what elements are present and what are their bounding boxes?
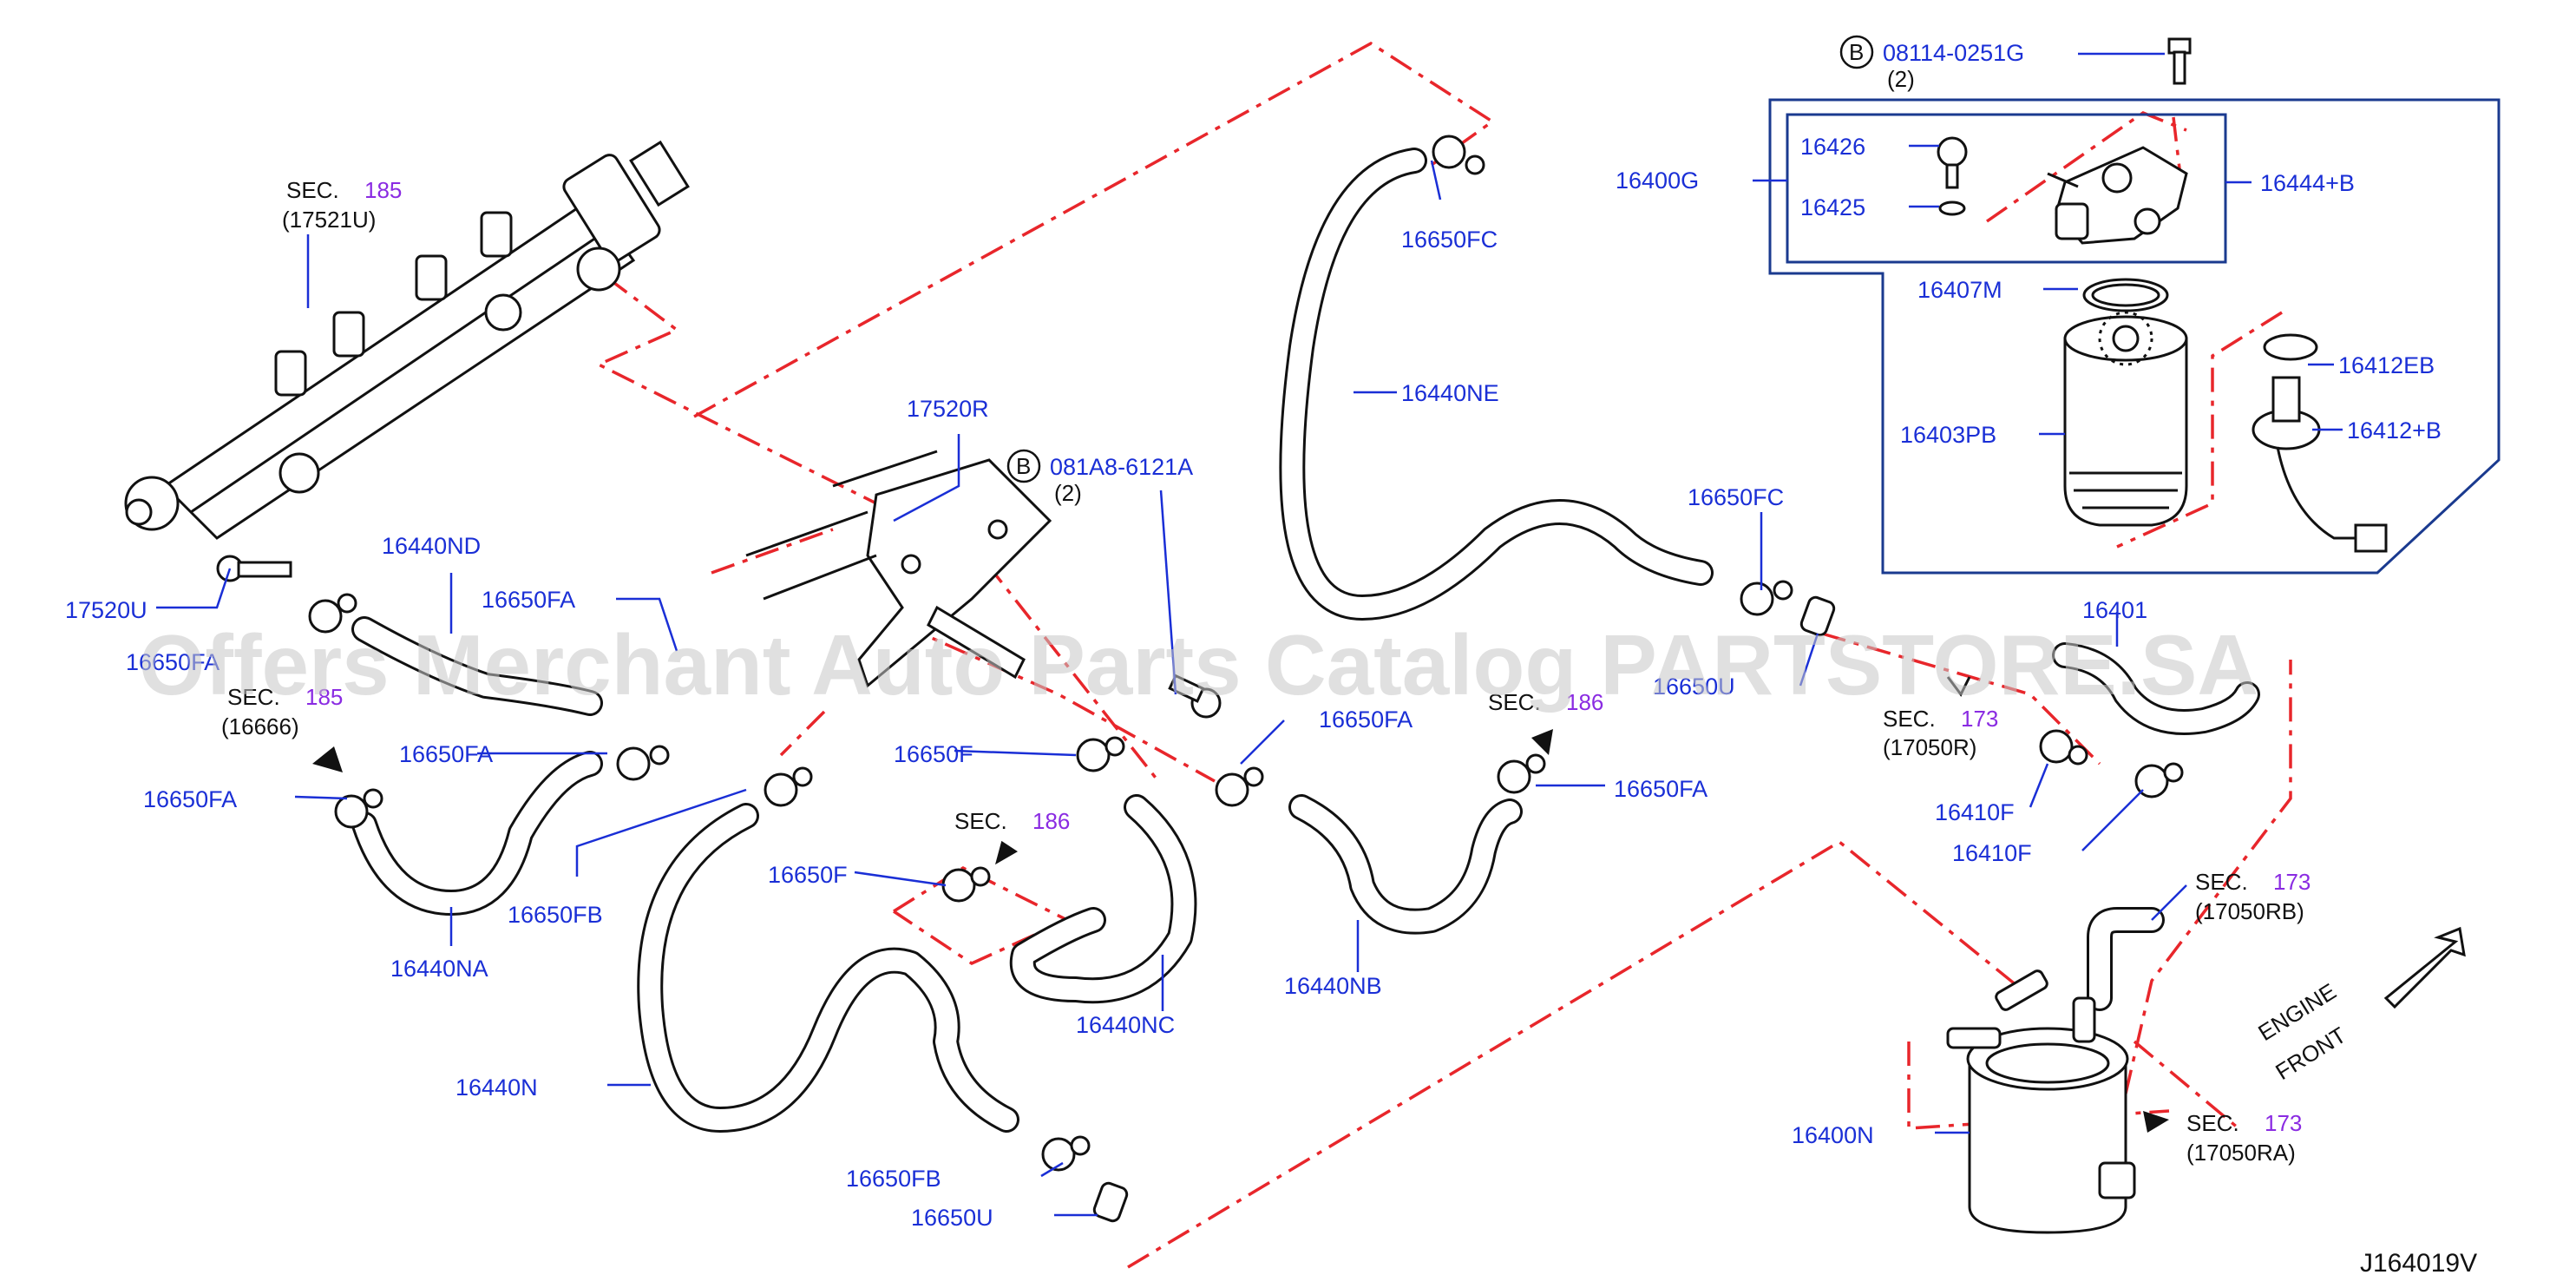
hose-17050RB xyxy=(2087,907,2165,1011)
sensor-oring xyxy=(2263,333,2318,361)
water-sensor xyxy=(2252,376,2388,553)
section-arrows xyxy=(312,676,2169,1133)
sec-sub: (17050R) xyxy=(1883,734,1976,760)
filter-screw xyxy=(1937,136,1968,216)
part-labels: 16400G 16426 16425 16444+B 16407M 16412E… xyxy=(65,134,2442,1231)
sec-prefix: SEC. xyxy=(286,177,339,203)
diagram-reference-code: J164019V xyxy=(2360,1249,2477,1278)
hose-16440NE xyxy=(1279,148,1714,621)
bolt-qty: (2) xyxy=(1054,480,1082,506)
bolt-callout-b1: B 08114-0251G (2) xyxy=(1839,35,2024,92)
part-label-16440N: 16440N xyxy=(456,1074,538,1101)
section-ref-185a: SEC. 185 (17521U) xyxy=(282,177,402,233)
sec-number: 186 xyxy=(1566,689,1603,715)
sec-prefix: SEC. xyxy=(2195,869,2248,895)
main-filter xyxy=(1946,969,2136,1234)
part-label-16440NB: 16440NB xyxy=(1284,973,1382,999)
part-label-16650FA-1: 16650FA xyxy=(482,587,575,613)
badge-circle-icon xyxy=(1839,35,1874,69)
part-label-16650FC-1: 16650FC xyxy=(1401,227,1498,253)
part-label-16400N: 16400N xyxy=(1792,1122,1874,1148)
part-label-16440NC: 16440NC xyxy=(1076,1012,1175,1038)
section-ref-185b: SEC. 185 (16666) xyxy=(221,684,343,739)
part-label-16444B: 16444+B xyxy=(2260,170,2355,196)
section-ref-186b: SEC. 186 xyxy=(1488,689,1603,715)
sec-prefix: SEC. xyxy=(2186,1110,2239,1136)
sec-number: 185 xyxy=(305,684,343,710)
part-label-16650F-1: 16650F xyxy=(894,741,973,767)
part-label-16650U-2: 16650U xyxy=(911,1205,993,1231)
part-label-16650FA-3: 16650FA xyxy=(1319,706,1413,733)
part-label-16426: 16426 xyxy=(1800,134,1865,160)
part-label-16412EB: 16412EB xyxy=(2338,352,2435,378)
bolt-callout-b2: B 081A8-6121A (2) xyxy=(1006,449,1193,506)
fuel-rail xyxy=(124,140,690,540)
badge-letter: B xyxy=(1016,453,1031,479)
bolt-code: 081A8-6121A xyxy=(1050,454,1193,480)
clamps xyxy=(216,135,2184,1223)
hose-16440NC xyxy=(1009,794,1197,1004)
part-label-16440NA: 16440NA xyxy=(390,956,488,982)
sec-prefix: SEC. xyxy=(954,808,1007,834)
part-label-16650FB-2: 16650FB xyxy=(846,1166,941,1192)
sec-number: 173 xyxy=(2273,869,2311,895)
section-ref-173c: SEC. 173 (17050RA) xyxy=(2186,1110,2302,1166)
part-label-16650U-1: 16650U xyxy=(1653,674,1735,700)
badge-circle-icon xyxy=(1006,449,1041,483)
sec-sub: (17050RB) xyxy=(2195,898,2304,924)
section-ref-186a: SEC. 186 xyxy=(954,808,1070,834)
part-label-16650FC-2: 16650FC xyxy=(1688,484,1784,510)
filter-cartridge xyxy=(2063,311,2188,527)
bolt-code: 08114-0251G xyxy=(1883,40,2024,66)
section-ref-173b: SEC. 173 (17050RB) xyxy=(2195,869,2311,924)
hose-16440NA xyxy=(351,751,603,916)
sec-number: 186 xyxy=(1032,808,1070,834)
hose-16440N xyxy=(637,803,1019,1133)
part-label-16440ND: 16440ND xyxy=(382,533,481,559)
bracket xyxy=(745,450,1052,688)
hose-16440NB xyxy=(1288,794,1523,935)
sec-number: 185 xyxy=(364,177,402,203)
part-label-16400G: 16400G xyxy=(1616,168,1699,194)
sec-sub: (17521U) xyxy=(282,207,376,233)
part-label-16650FB-1: 16650FB xyxy=(508,902,603,928)
sec-number: 173 xyxy=(2265,1110,2302,1136)
filter-head xyxy=(2047,146,2188,245)
watermark: Offers Merchant Auto Parts Catalog PARTS… xyxy=(139,617,2258,713)
sec-prefix: SEC. xyxy=(1488,689,1541,715)
assembly-frame xyxy=(1768,98,2501,575)
part-label-16410F-1: 16410F xyxy=(1935,799,2015,825)
top-bolt xyxy=(2167,37,2192,85)
sec-number: 173 xyxy=(1961,706,1998,732)
part-label-16403PB: 16403PB xyxy=(1900,422,1996,448)
sec-sub: (16666) xyxy=(221,713,299,739)
bracket-bolt xyxy=(1168,674,1222,719)
sec-sub: (17050RA) xyxy=(2186,1140,2296,1166)
part-label-16407M: 16407M xyxy=(1917,277,2002,303)
hose-16401 xyxy=(2052,642,2260,735)
part-label-16650FA-2: 16650FA xyxy=(126,649,220,675)
hose-16440ND xyxy=(351,616,603,716)
part-label-16410F-2: 16410F xyxy=(1952,840,2032,866)
part-label-16401: 16401 xyxy=(2082,597,2147,623)
part-label-16650FA-6: 16650FA xyxy=(1614,776,1708,802)
filter-oring xyxy=(2082,278,2169,312)
leader-lines xyxy=(156,52,2343,1217)
part-label-16650FA-5: 16650FA xyxy=(143,786,237,812)
engine-front-arrow-icon: ENGINE FRONT xyxy=(2253,926,2466,1085)
sec-prefix: SEC. xyxy=(227,684,280,710)
section-ref-173a: SEC. 173 (17050R) xyxy=(1883,706,1998,760)
part-label-17520U: 17520U xyxy=(65,597,147,623)
part-label-16425: 16425 xyxy=(1800,194,1865,220)
part-label-16650FA-4: 16650FA xyxy=(399,741,493,767)
bolt-qty: (2) xyxy=(1887,66,1915,92)
part-label-16650F-2: 16650F xyxy=(768,862,848,888)
badge-letter: B xyxy=(1849,39,1864,65)
sec-prefix: SEC. xyxy=(1883,706,1936,732)
part-label-16440NE: 16440NE xyxy=(1401,380,1499,406)
part-label-17520R: 17520R xyxy=(907,396,989,422)
part-label-16412B: 16412+B xyxy=(2347,417,2442,444)
